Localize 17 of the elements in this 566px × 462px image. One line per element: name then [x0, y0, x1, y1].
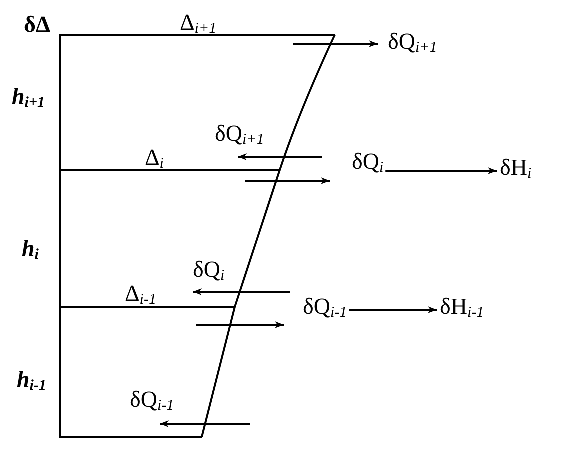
symbol-label: Δ$_{i+1}$: [180, 11, 217, 37]
arrow: [349, 306, 437, 314]
arrow: [386, 168, 497, 174]
symbol-label: δQ$_{i+1}$: [388, 30, 438, 56]
symbol-label: δQ$_{i+1}$: [215, 122, 264, 148]
symbol-label: Δ$_{i-1}$: [125, 282, 156, 308]
symbol-label: δQ$_{i-1}$: [303, 295, 348, 321]
symbol-label: δH$_{i}$: [500, 156, 532, 182]
symbol-label: δQ$_{i-1}$: [130, 388, 174, 414]
height-label: h$_{i}$: [22, 237, 39, 263]
height-label: h$_{i-1}$: [17, 368, 46, 394]
symbol-label: δH$_{i-1}$: [440, 295, 484, 321]
symbol-label: δQ$_{i}$: [352, 150, 384, 176]
symbol-label: δΔ: [24, 13, 50, 36]
symbol-label: Δ$_{i}$: [145, 146, 164, 172]
symbol-label: δQ$_{i}$: [193, 258, 225, 284]
height-label: h$_{i+1}$: [12, 85, 46, 111]
